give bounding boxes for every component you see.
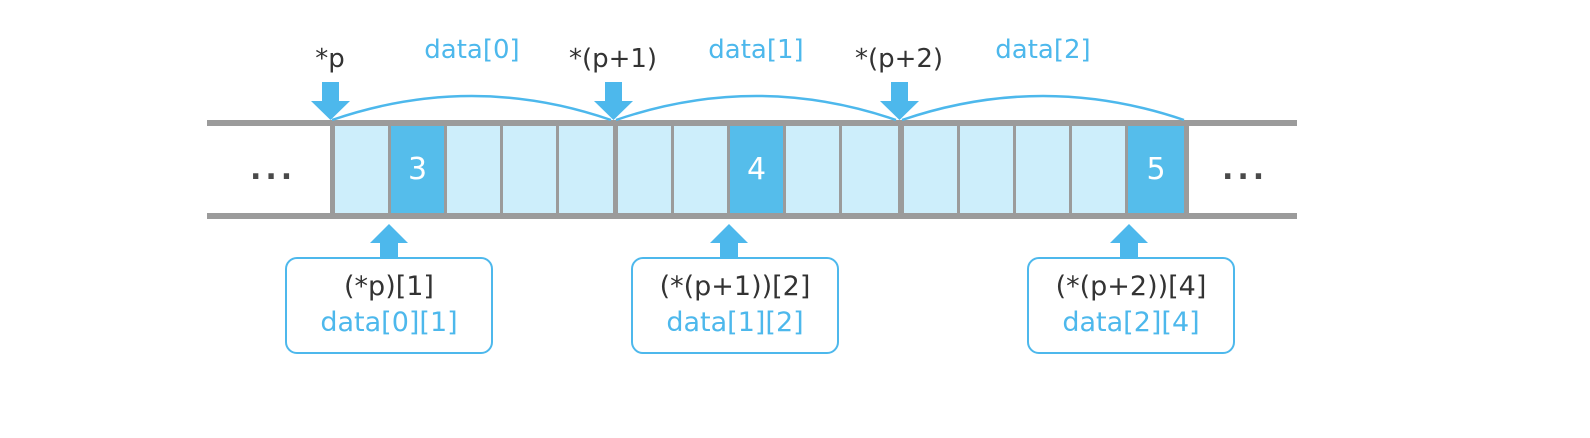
- arc-label-data-1: data[1]: [708, 35, 804, 65]
- ellipsis-right: ...: [1222, 152, 1269, 187]
- array-cell: 4: [730, 126, 786, 213]
- array-cell: [786, 126, 842, 213]
- array-cell: [674, 126, 730, 213]
- arc-label-data-2: data[2]: [995, 35, 1091, 65]
- down-arrow-p-plus-1: [594, 82, 633, 120]
- memory-rail-bottom: [207, 213, 1297, 219]
- array-cell: 5: [1128, 126, 1184, 213]
- arc-data-0: [331, 94, 612, 122]
- array-cell: [1072, 126, 1128, 213]
- arc-data-1: [615, 94, 897, 122]
- pointer-label-p-plus-1: *(p+1): [568, 44, 658, 74]
- array-cell: 3: [391, 126, 447, 213]
- down-arrow-p-plus-2: [880, 82, 919, 120]
- callout-deref-expression: (*p)[1]: [344, 271, 434, 302]
- array-cell: [618, 126, 674, 213]
- array-cell: [559, 126, 615, 213]
- ellipsis-left: ...: [250, 152, 297, 187]
- array-cell: [1016, 126, 1072, 213]
- callout-row-0: (*p)[1] data[0][1]: [285, 257, 493, 354]
- callout-array-expression: data[1][2]: [666, 307, 804, 339]
- callout-array-expression: data[0][1]: [320, 307, 458, 339]
- array-cell: [447, 126, 503, 213]
- callout-row-1: (*(p+1))[2] data[1][2]: [631, 257, 839, 354]
- array-row-2: 5: [899, 126, 1189, 213]
- memory-rail-top: [207, 120, 1297, 126]
- array-row-0: 3: [330, 126, 620, 213]
- callout-deref-expression: (*(p+1))[2]: [659, 271, 811, 302]
- pointer-label-p-plus-2: *(p+2): [854, 44, 944, 74]
- callout-deref-expression: (*(p+2))[4]: [1055, 271, 1207, 302]
- callout-row-2: (*(p+2))[4] data[2][4]: [1027, 257, 1235, 354]
- arc-data-2: [901, 94, 1185, 122]
- array-cell: [335, 126, 391, 213]
- pointer-label-p: *p: [315, 44, 345, 74]
- array-cell: [503, 126, 559, 213]
- array-cell: [842, 126, 898, 213]
- callout-array-expression: data[2][4]: [1062, 307, 1200, 339]
- array-row-1: 4: [613, 126, 903, 213]
- arc-label-data-0: data[0]: [424, 35, 520, 65]
- array-cell: [960, 126, 1016, 213]
- down-arrow-p: [311, 82, 350, 120]
- array-cell: [904, 126, 960, 213]
